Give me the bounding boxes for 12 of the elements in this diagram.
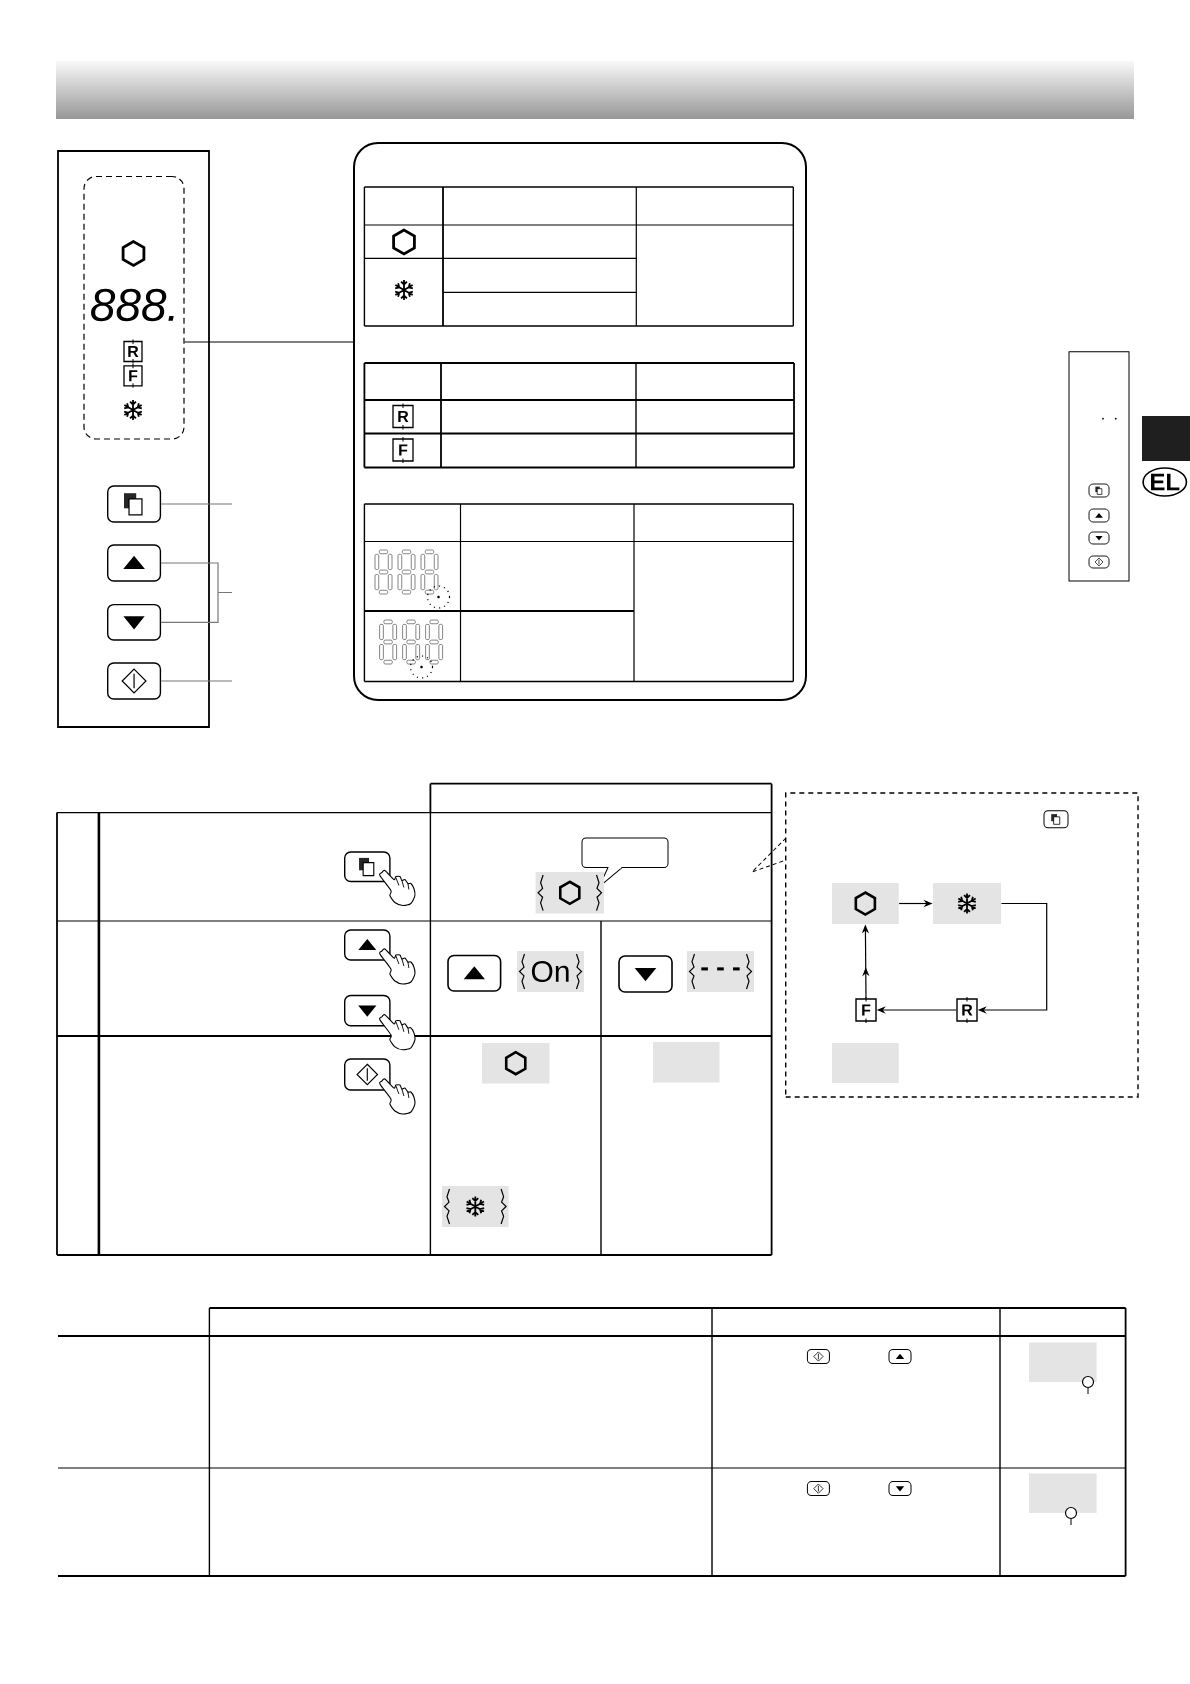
display-tile: - - - [687,951,754,992]
leader-line [160,562,233,594]
segment-readout: 888. [91,288,174,322]
leader-line [160,680,233,682]
leader-line [160,592,219,623]
leader-line [160,503,233,505]
language-badge: EL [1142,467,1188,497]
display-tile [653,1042,720,1083]
leader-line [184,341,354,343]
display-tile: On [517,951,584,992]
display-tile [832,1043,899,1083]
control-panel [57,150,210,728]
